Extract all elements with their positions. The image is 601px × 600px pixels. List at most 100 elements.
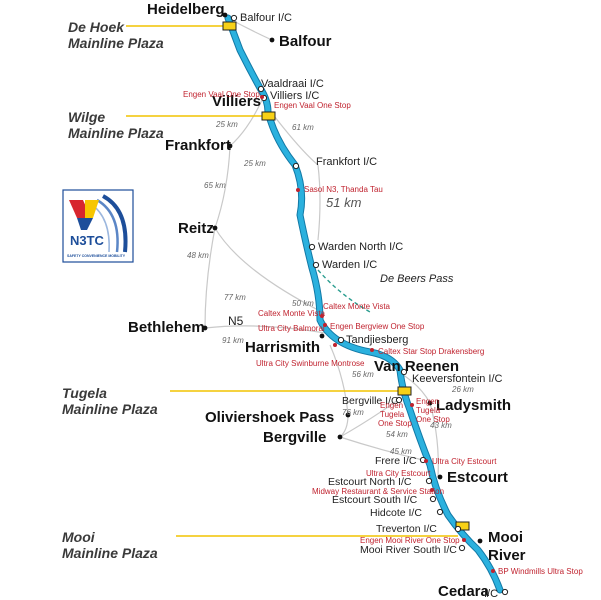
ic-balfour: Balfour I/C (240, 12, 292, 24)
dist-91: 91 km (222, 336, 244, 345)
stop-ultra-city-balmoral: Ultra City Balmoral (258, 324, 325, 333)
dist-77: 77 km (224, 293, 246, 302)
stop-caltex-star-stop: Caltex Star Stop Drakensberg (378, 347, 484, 356)
town-cedara: Cedara (438, 583, 490, 600)
town-oliviershoek-pass: Oliviershoek Pass (205, 409, 334, 426)
dist-48: 48 km (187, 251, 209, 260)
road-ladysmith-estcourt (429, 402, 439, 478)
stop-engen-tugela-b1: Engen (416, 397, 439, 406)
road-villiers-warden (267, 107, 321, 241)
town-bethlehem: Bethlehem (128, 319, 205, 336)
plaza-tugela-line2: Mainline Plaza (62, 401, 158, 417)
stop-sasol-n3: Sasol N3, Thanda Tau (304, 185, 383, 194)
ic-mooi-river-south: Mooi River South I/C (360, 544, 457, 556)
ic-warden-north: Warden North I/C (318, 241, 403, 253)
dist-76: 76 km (342, 408, 364, 417)
stop-caltex-monte-vista-1: Caltex Monte Vista (258, 309, 326, 318)
town-frankfort: Frankfort (165, 137, 231, 154)
plaza-boxes (222, 21, 470, 531)
dist-43: 43 km (430, 421, 452, 430)
dist-51: 51 km (326, 195, 362, 210)
plaza-lines (126, 25, 458, 537)
dot-estcourt (437, 474, 443, 480)
plaza-wilge-line2: Mainline Plaza (68, 125, 164, 141)
town-heidelberg: Heidelberg (147, 1, 225, 18)
dist-25-frankfort: 25 km (243, 159, 266, 168)
stop-engen-bergview: Engen Bergview One Stop (330, 322, 425, 331)
stop-midway: Midway Restaurant & Service Station (312, 487, 444, 496)
stop-engen-vaal-1: Engen Vaal One Stop (183, 90, 260, 99)
town-reitz: Reitz (178, 220, 214, 237)
town-estcourt: Estcourt (447, 469, 508, 486)
dot-oliviershoek (345, 412, 351, 418)
road-n5-bethlehem-harrismith (204, 325, 326, 334)
stop-engen-tugela-b3: One Stop (416, 415, 450, 424)
stop-dots (260, 95, 495, 573)
stop-engen-tugela-a3: One Stop (378, 419, 412, 428)
stop-caltex-monte-vista-2: Caltex Monte Vista (323, 302, 391, 311)
town-ladysmith: Ladysmith (436, 397, 511, 414)
stop-engen-mooi-river: Engen Mooi River One Stop (360, 536, 460, 545)
stop-ultra-city-swinburne: Ultra City Swinburne Montrose (256, 359, 365, 368)
dot-mooi-river (477, 538, 483, 544)
dist-56: 56 km (352, 370, 374, 379)
de-hoek-plaza-box (222, 21, 237, 31)
dot-harrismith (319, 333, 325, 339)
stop-ultra-city-estcourt-2: Ultra City Estcourt (366, 469, 431, 478)
stop-bp-windmills: BP Windmills Ultra Stop (498, 567, 583, 576)
stop-engen-tugela-b2: Tugela (416, 406, 441, 415)
ic-estcourt-north: Estcourt North I/C (328, 476, 412, 488)
dist-61: 61 km (292, 123, 314, 132)
ic-hidcote: Hidcote I/C (370, 507, 422, 519)
ic-frankfort: Frankfort I/C (316, 156, 377, 168)
ic-tandjiesberg: Tandjiesberg (346, 334, 408, 346)
stop-engen-tugela-a1: Engen (380, 401, 403, 410)
dist-65: 65 km (204, 181, 226, 190)
dist-50: 50 km (292, 299, 314, 308)
plaza-mooi-line2: Mainline Plaza (62, 545, 158, 561)
stop-engen-tugela-a2: Tugela (380, 410, 405, 419)
town-bergville: Bergville (263, 429, 326, 446)
road-bergville-ic (339, 399, 399, 438)
dot-reitz (212, 225, 218, 231)
dot-frankfort (227, 143, 233, 149)
dist-45: 45 km (390, 447, 412, 456)
ic-frere: Frere I/C (375, 455, 417, 467)
town-harrismith: Harrismith (245, 339, 320, 356)
ic-treverton: Treverton I/C (376, 523, 437, 535)
dist-26: 26 km (451, 385, 474, 394)
logo-yellow-chevron-icon (85, 200, 99, 218)
logo-text: N3TC (70, 233, 105, 248)
dist-54: 54 km (386, 430, 408, 439)
tugela-plaza-box (397, 386, 412, 396)
stop-ultra-city-estcourt-1: Ultra City Estcourt (432, 457, 497, 466)
stop-engen-vaal-2: Engen Vaal One Stop (274, 101, 351, 110)
dot-bergville (337, 434, 343, 440)
road-villiers-frankfort (229, 99, 263, 147)
dot-balfour (269, 37, 275, 43)
road-frankfort-reitz (214, 145, 231, 229)
town-river: River (488, 547, 526, 564)
mooi-plaza-box (455, 521, 470, 531)
n3tc-logo: N3TC SAFETY CONVENIENCE MOBILITY (62, 189, 134, 263)
dot-bethlehem (202, 325, 208, 331)
plaza-wilge-line1: Wilge (68, 109, 105, 125)
road-harrismith-oliviershoek (329, 344, 349, 416)
town-mooi: Mooi (488, 529, 523, 546)
plaza-de-hoek-line2: Mainline Plaza (68, 35, 164, 51)
road-n5-label: N5 (228, 314, 244, 328)
logo-caption: SAFETY CONVENIENCE MOBILITY (67, 254, 126, 258)
town-villiers: Villiers (212, 93, 261, 110)
town-balfour: Balfour (279, 33, 332, 50)
ic-bergville: Bergville I/C (342, 395, 399, 407)
logo-blue-chevron-icon (77, 218, 93, 230)
town-dots (202, 12, 483, 544)
dot-heidelberg (222, 12, 228, 18)
road-reitz-bethlehem (204, 227, 216, 329)
plaza-de-hoek-line1: De Hoek (68, 19, 125, 35)
wilge-plaza-box (261, 111, 276, 121)
ic-vaaldraai: Vaaldraai I/C (261, 78, 324, 90)
logo-swoosh-icon (101, 194, 128, 253)
ic-estcourt-south: Estcourt South I/C (332, 494, 418, 506)
